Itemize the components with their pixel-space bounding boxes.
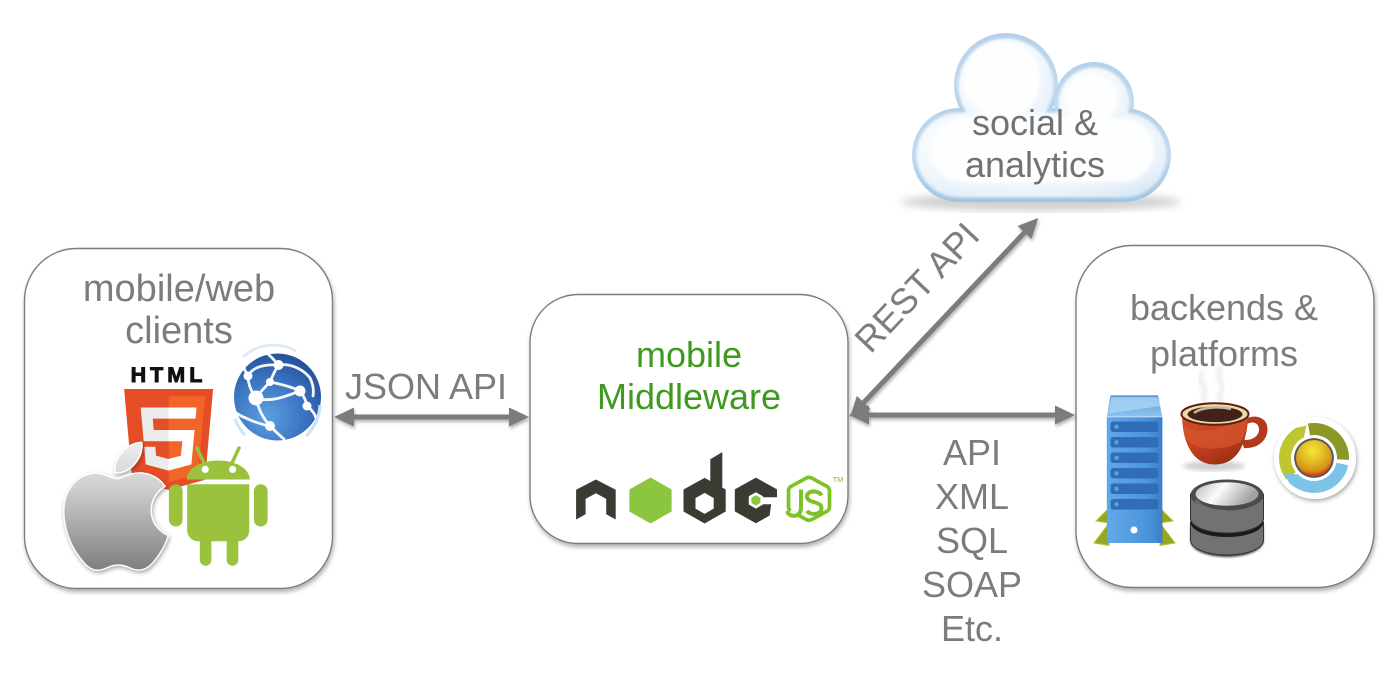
- svg-text:clients: clients: [125, 310, 233, 352]
- svg-text:Etc.: Etc.: [941, 608, 1003, 649]
- svg-text:SQL: SQL: [936, 520, 1008, 561]
- svg-text:HTML: HTML: [131, 363, 207, 387]
- svg-text:TM: TM: [833, 475, 844, 484]
- svg-text:mobile: mobile: [636, 334, 742, 375]
- svg-text:platforms: platforms: [1150, 333, 1298, 374]
- svg-text:social &: social &: [972, 102, 1098, 143]
- svg-text:SOAP: SOAP: [922, 564, 1022, 605]
- svg-text:API: API: [943, 432, 1001, 473]
- svg-text:analytics: analytics: [965, 144, 1105, 185]
- svg-text:Middleware: Middleware: [597, 376, 781, 417]
- svg-text:backends &: backends &: [1130, 287, 1318, 328]
- svg-text:XML: XML: [935, 476, 1009, 517]
- svg-text:JSON API: JSON API: [345, 366, 507, 407]
- svg-text:mobile/web: mobile/web: [83, 268, 275, 310]
- svg-text:REST API: REST API: [847, 215, 988, 360]
